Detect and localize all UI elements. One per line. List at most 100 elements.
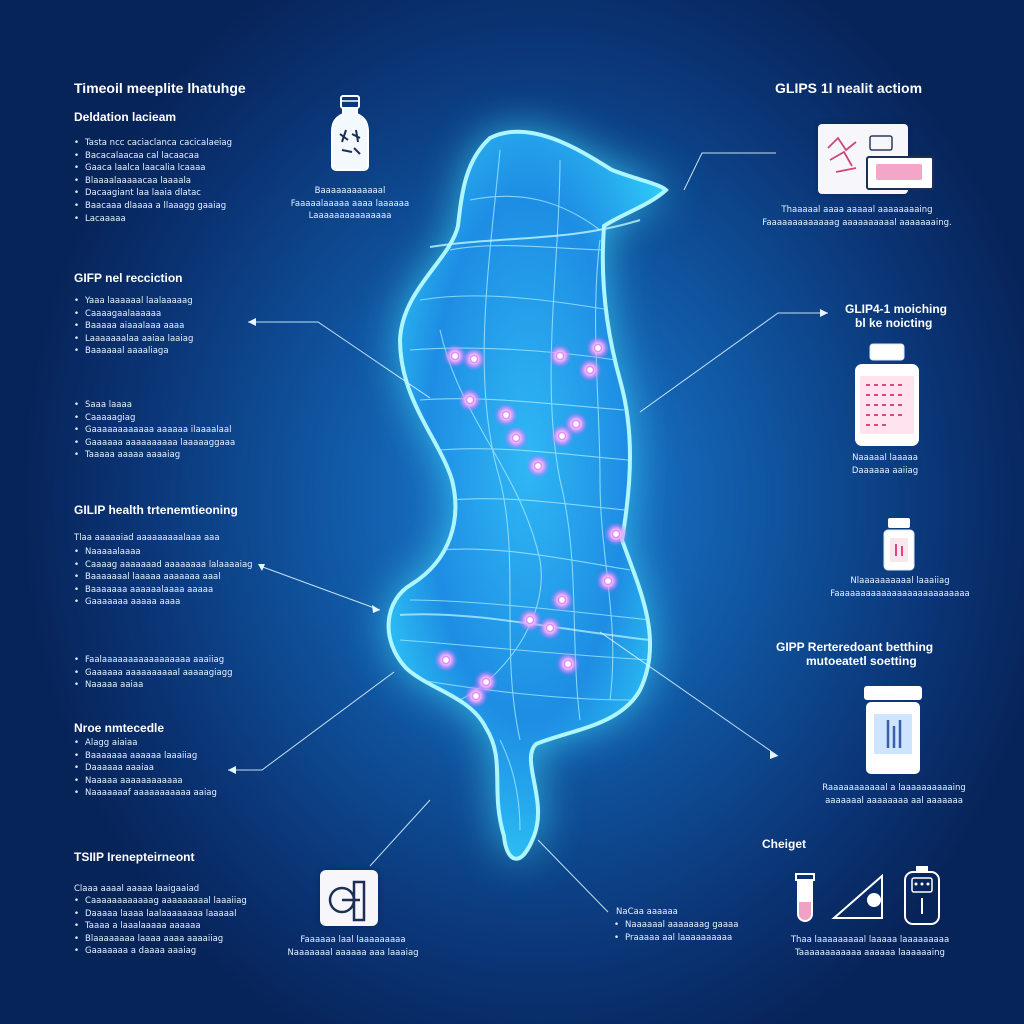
list-item: Baaaaaaa aaaaaa laaaiiag	[74, 750, 217, 763]
section-heading: GILIP health trtenemtieoning	[74, 503, 238, 517]
list-item: Caaaaagiag	[74, 412, 235, 425]
medicine-bottle-icon	[331, 95, 369, 171]
list-item: Lacaaaaa	[74, 213, 232, 226]
node	[555, 351, 565, 361]
injection-pen-icon	[328, 880, 366, 922]
left-list-7: Caaaaaaaaaaaag aaaaaaaaal laaaiiag Daaaa…	[74, 895, 247, 958]
right-title: GLIPS 1l nealit actiom	[775, 80, 923, 96]
node	[525, 615, 535, 625]
pill-bottle-icon	[855, 343, 919, 446]
list-item: Gaaaaaa aaaaaaaaaal aaaaagiagg	[74, 667, 233, 680]
jar-caption: Raaaaaaaaaaal a laaaaaaaaaaing aaaaaaal …	[822, 783, 966, 806]
node	[471, 691, 481, 701]
list-item: Baaaaaaal laaaaa aaaaaaa aaal	[74, 571, 253, 584]
list-item: Blaaaalaaaaacaa laaaala	[74, 175, 232, 188]
section-heading: GIPP Rerteredoant betthing mutoeatetl so…	[776, 640, 934, 668]
list-item: Blaaaaaaaa laaaa aaaa aaaaiiag	[74, 933, 247, 946]
bottle-caption: Naaaaal laaaaa Daaaaaa aaiiag	[851, 453, 919, 476]
list-item: Baaaaa aiaaalaaa aaaa	[74, 320, 193, 333]
section-intro: Tlaa aaaaaiad aaaaaaaaalaaa aaa	[74, 533, 220, 543]
list-item: Gaaaaaaa aaaaa aaaa	[74, 596, 253, 609]
left-list-1: Tasta ncc caciaclanca cacicalaeiag Bacac…	[74, 137, 232, 225]
left-list-4: Naaaaalaaaa Caaaag aaaaaaad aaaaaaaa lal…	[74, 546, 253, 609]
mid-title: NaCaa aaaaaa	[616, 907, 678, 917]
circuit-pattern	[399, 149, 653, 831]
list-item: Baaaaaaa aaaaaalaaaa aaaaa	[74, 584, 253, 597]
list-item: Praaaaa aal laaaaaaaaaa	[614, 932, 738, 945]
node	[469, 354, 479, 364]
vial-caption: Nlaaaaaaaaaal laaaiiag Faaaaaaaaaaaaaaaa…	[830, 576, 970, 599]
list-item: Naaaaaaaf aaaaaaaaaaa aaiag	[74, 787, 217, 800]
node	[501, 410, 511, 420]
list-item: Daaaaaa aaaiaa	[74, 762, 217, 775]
left-title: Timeoil meeplite lhatuhge	[74, 80, 246, 96]
list-item: Yaaa laaaaaal laalaaaaag	[74, 295, 193, 308]
vial-icon	[883, 518, 915, 571]
list-item: Gaaaaaaa a daaaa aaaiag	[74, 945, 247, 958]
list-item: Naaaaaal aaaaaaag gaaaa	[614, 919, 738, 932]
test-strip-icon	[866, 156, 934, 190]
list-item: Laaaaaaalaa aaiaa laaiag	[74, 333, 193, 346]
list-item: Baaaaaal aaaaliaga	[74, 345, 193, 358]
node	[557, 595, 567, 605]
list-item: Baacaaa dlaaaa a llaaagg gaaiag	[74, 200, 232, 213]
node	[465, 395, 475, 405]
node	[545, 623, 555, 633]
node	[593, 343, 603, 353]
jar-icon	[864, 686, 922, 774]
list-item: Caaaagaalaaaaaa	[74, 308, 193, 321]
card-caption: Thaaaaal aaaa aaaaal aaaaaaaaing Faaaaaa…	[762, 205, 952, 228]
left-list-6: Alagg aiaiaa Baaaaaaa aaaaaa laaaiiag Da…	[74, 737, 217, 800]
node	[511, 433, 521, 443]
insulin-pen-card	[320, 870, 378, 926]
list-item: Taaaa a laaalaaaaa aaaaaa	[74, 920, 247, 933]
node	[585, 365, 595, 375]
list-item: Bacacalaacaa cal lacaacaa	[74, 150, 232, 163]
triangle-drop-icon	[831, 873, 883, 919]
section-intro: Claaa aaaal aaaaa laaigaaiad	[74, 884, 200, 894]
list-item: Gaaaaaaaaaaaa aaaaaa ilaaaalaal	[74, 424, 235, 437]
node	[611, 529, 621, 539]
node	[450, 351, 460, 361]
node	[481, 677, 491, 687]
section-heading: GIFP nel recciction	[74, 271, 183, 285]
section-heading: Nroe nmtecedle	[74, 721, 165, 735]
list-item: Naaaaa aaiaa	[74, 679, 233, 692]
stomach-body	[386, 129, 669, 861]
section-heading: Cheiget	[762, 837, 807, 851]
section-heading: GLIP4-1 moiching bl ke noicting	[845, 302, 948, 330]
list-item: Saaa laaaa	[74, 399, 235, 412]
node	[441, 655, 451, 665]
list-item: Alagg aiaiaa	[74, 737, 217, 750]
left-list-5: Faalaaaaaaaaaaaaaaaaa aaaiiag Gaaaaaa aa…	[74, 654, 233, 692]
list-item: Tasta ncc caciaclanca cacicalaeiag	[74, 137, 232, 150]
glowing-nodes	[434, 336, 628, 708]
list-item: Taaaaa aaaaa aaaaiag	[74, 449, 235, 462]
connector-lines	[228, 152, 828, 913]
list-item: Daaaaa laaaa laalaaaaaaaa laaaaal	[74, 908, 247, 921]
list-item: Gaaca laalca laacalia lcaaaa	[74, 162, 232, 175]
list-item: Gaaaaaa aaaaaaaaaa laaaaaggaaa	[74, 437, 235, 450]
pen-caption: Faaaaaa laal laaaaaaaaa Naaaaaaal aaaaaa…	[287, 935, 419, 958]
node	[533, 461, 543, 471]
list-item: Dacaagiant laa laaia dlatac	[74, 187, 232, 200]
node	[603, 576, 613, 586]
node	[571, 419, 581, 429]
section-caption: Thaa laaaaaaaaal laaaaa laaaaaaaaa Taaaa…	[790, 935, 950, 958]
section-heading: TSIIP Irenepteirneont	[74, 850, 195, 864]
device-icon	[904, 866, 940, 925]
bottle-caption: Baaaaaaaaaaaal Faaaaalaaaaa aaaa laaaaaa…	[290, 186, 410, 221]
left-list-2: Yaaa laaaaaal laalaaaaag Caaaagaalaaaaaa…	[74, 295, 193, 358]
mid-list: Naaaaaal aaaaaaag gaaaa Praaaaa aal laaa…	[614, 919, 738, 944]
list-item: Naaaaalaaaa	[74, 546, 253, 559]
left-list-3: Saaa laaaa Caaaaagiag Gaaaaaaaaaaaa aaaa…	[74, 399, 235, 462]
list-item: Caaaag aaaaaaad aaaaaaaa lalaaaaiag	[74, 559, 253, 572]
list-item: Naaaaa aaaaaaaaaaaa	[74, 775, 217, 788]
section-heading: Deldation lacieam	[74, 110, 177, 124]
test-tube-icon	[795, 873, 815, 922]
node	[563, 659, 573, 669]
list-item: Caaaaaaaaaaaag aaaaaaaaal laaaiiag	[74, 895, 247, 908]
list-item: Faalaaaaaaaaaaaaaaaaa aaaiiag	[74, 654, 233, 667]
node	[557, 431, 567, 441]
